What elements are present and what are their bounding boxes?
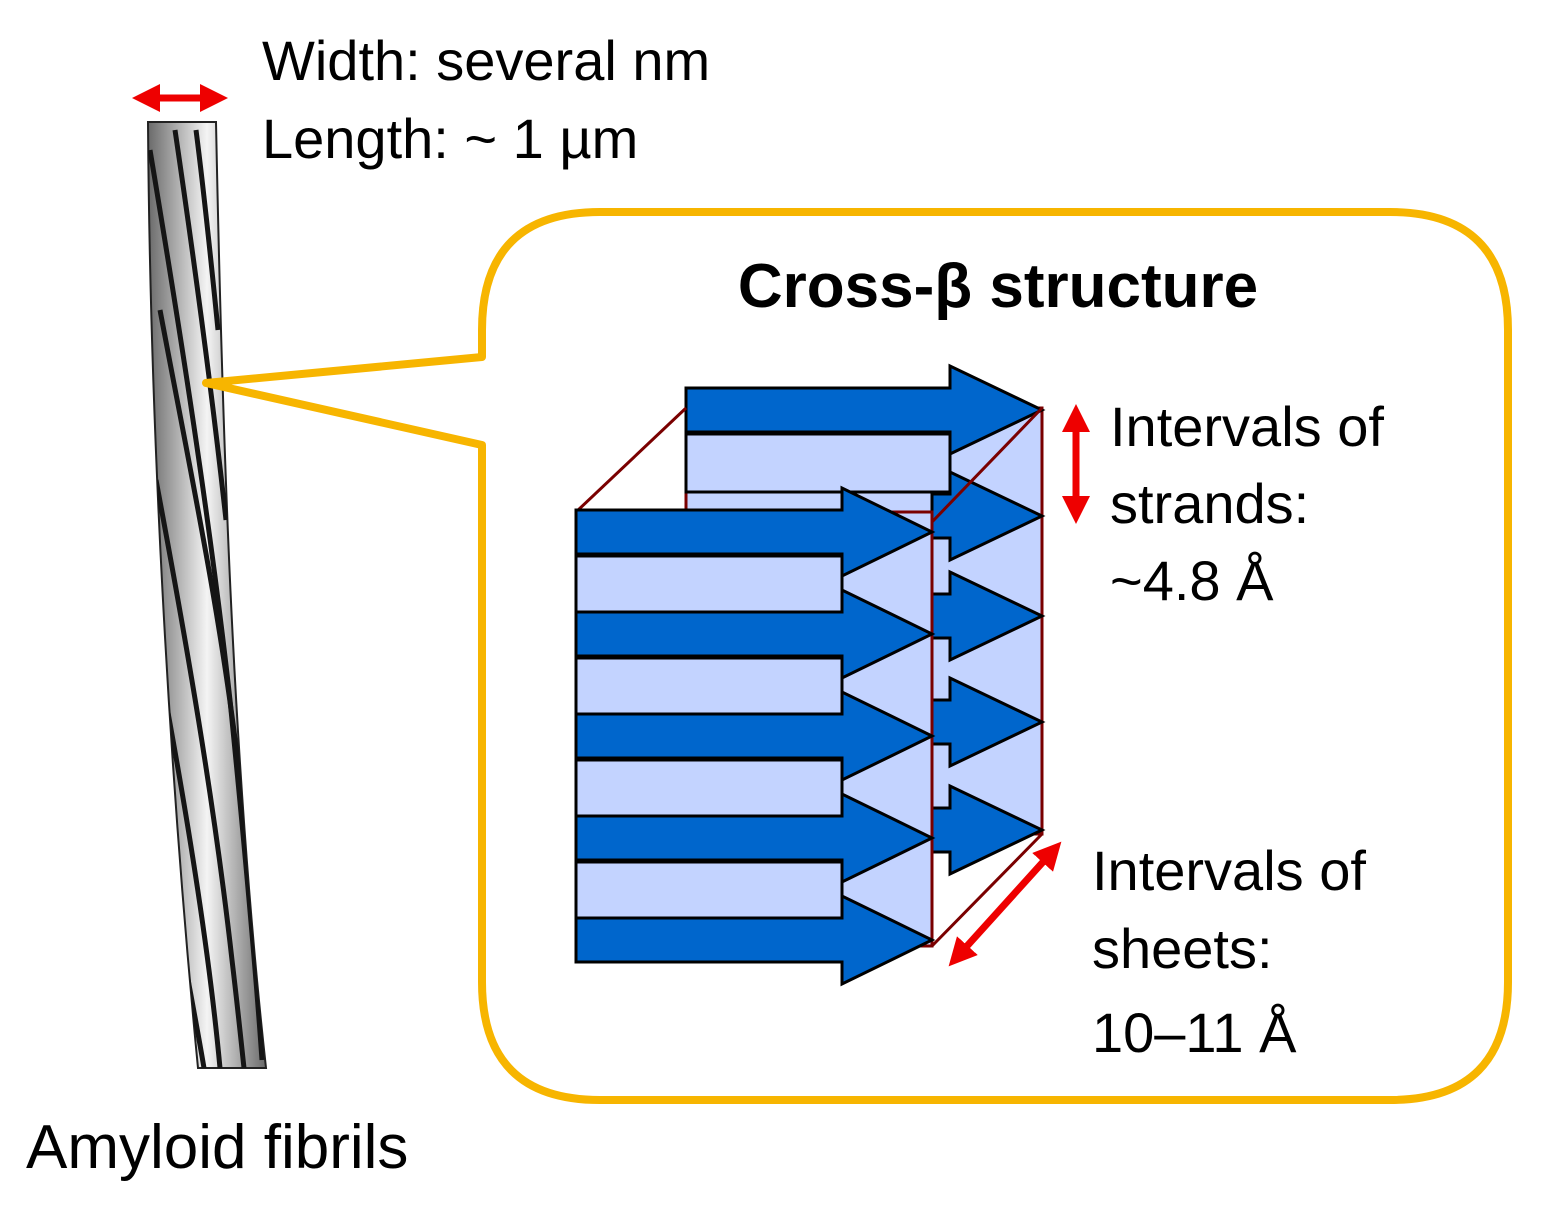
width-label: Width: several nm bbox=[262, 29, 710, 92]
length-label: Length: ~ 1 µm bbox=[262, 107, 638, 170]
back-strand-arrow bbox=[684, 363, 1046, 457]
strand-interval-line-3: ~4.8 Å bbox=[1110, 549, 1274, 612]
fibril-illustration bbox=[146, 121, 268, 1069]
strand-interval-line-1: Intervals of bbox=[1110, 395, 1384, 458]
front-strand-link bbox=[574, 656, 844, 716]
sheet-interval-line-2: sheets: bbox=[1092, 917, 1273, 980]
back-strand-arrow bbox=[930, 675, 1046, 769]
sheet-interval-arrow bbox=[948, 841, 1062, 967]
back-strand-link bbox=[684, 432, 952, 494]
sheet-interval-line-1: Intervals of bbox=[1092, 839, 1366, 902]
front-strand-link bbox=[574, 554, 844, 614]
sheet-interval-label: Intervals of sheets: 10–11 Å bbox=[1092, 839, 1366, 1064]
strand-interval-line-2: strands: bbox=[1110, 472, 1309, 535]
fibril-caption: Amyloid fibrils bbox=[26, 1113, 408, 1182]
front-strand-link bbox=[574, 860, 844, 920]
front-strand-link bbox=[574, 758, 844, 818]
front-sheet bbox=[574, 485, 936, 987]
strand-interval-label: Intervals of strands: ~4.8 Å bbox=[1110, 395, 1384, 612]
front-strand-arrow bbox=[574, 587, 936, 681]
front-strand-arrow bbox=[574, 485, 936, 579]
callout-title: Cross-β structure bbox=[738, 252, 1258, 321]
back-strand-arrow bbox=[930, 569, 1046, 663]
front-strand-arrow bbox=[574, 689, 936, 783]
front-strand-arrow bbox=[574, 791, 936, 885]
sheet-interval-line-3: 10–11 Å bbox=[1092, 1001, 1297, 1064]
front-strand-arrow bbox=[574, 893, 936, 987]
